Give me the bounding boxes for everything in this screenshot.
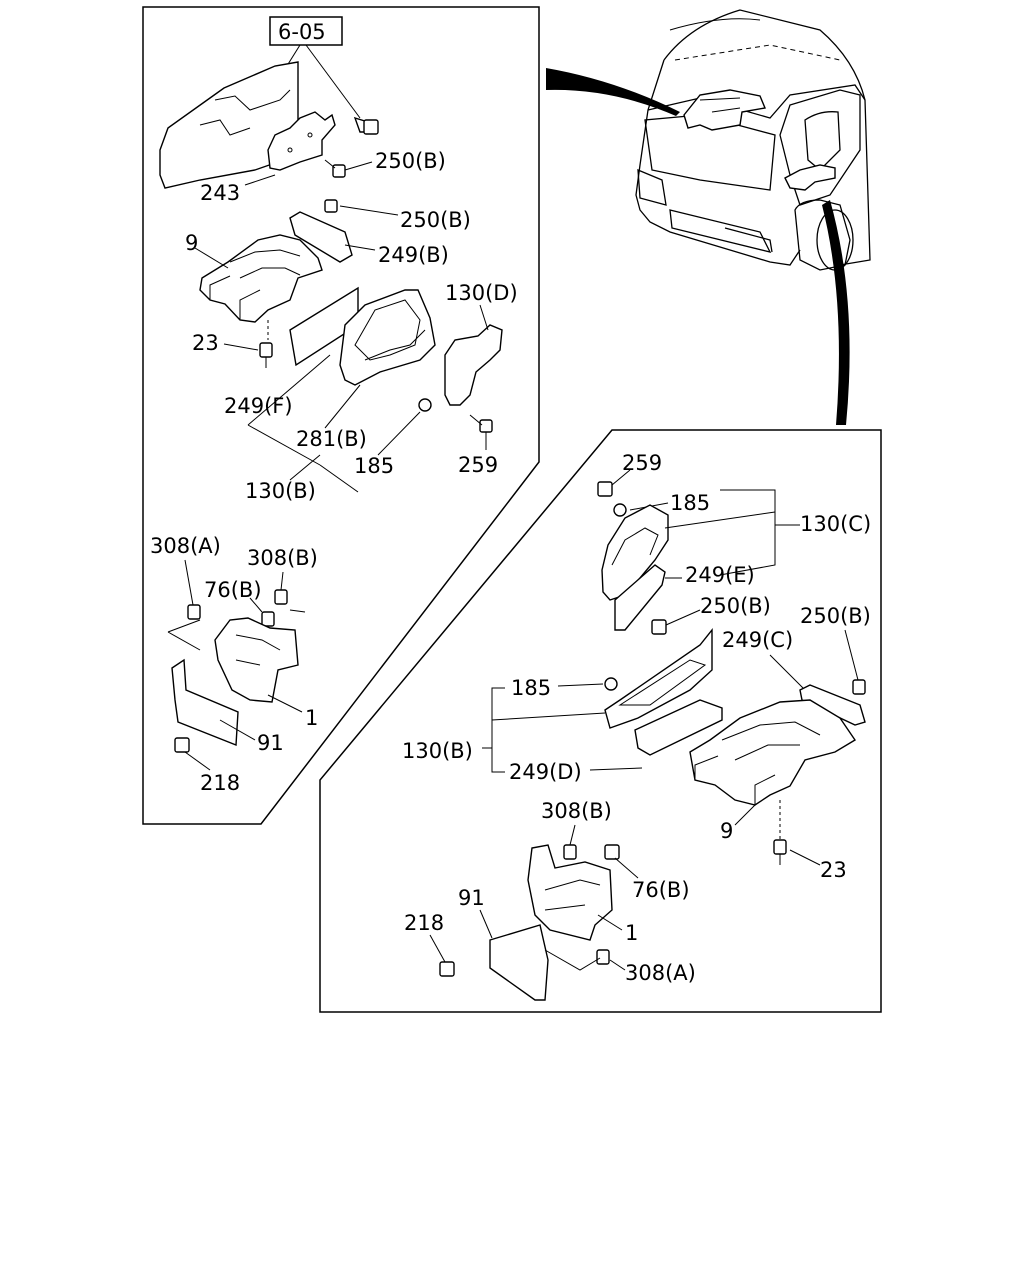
panel-249e [614, 564, 666, 631]
cover-243 [159, 61, 336, 189]
callout-23-right: 23 [820, 858, 847, 882]
right-panel-frame [319, 429, 882, 1013]
bolt-icon [469, 414, 493, 433]
callout-249e: 249(E) [685, 563, 755, 587]
callout-9-right: 9 [720, 819, 733, 843]
callout-249d: 249(D) [509, 760, 582, 784]
cab-pointer-left [546, 68, 680, 116]
callout-259: 259 [458, 453, 498, 477]
callout-1: 1 [305, 706, 318, 730]
bolt-icon [274, 589, 288, 605]
callout-249b: 249(B) [378, 243, 449, 267]
cover-130d [444, 324, 503, 406]
callout-130b: 130(B) [245, 479, 316, 503]
bracket-91 [171, 658, 239, 747]
callout-250b-right-b: 250(B) [800, 604, 871, 628]
panel-130b-right [604, 628, 713, 729]
callout-281b: 281(B) [296, 427, 367, 451]
bolt-icon [773, 839, 787, 865]
panel-249d [634, 699, 723, 756]
callout-308a: 308(A) [150, 534, 221, 558]
washer-icon [604, 677, 618, 691]
callout-250b-mid: 250(B) [400, 208, 471, 232]
reference-box-label: 6-05 [278, 20, 326, 44]
panel-281b [339, 289, 436, 386]
callout-185: 185 [354, 454, 394, 478]
callout-218-right: 218 [404, 911, 444, 935]
bracket-249b [289, 211, 353, 263]
callout-130d: 130(D) [445, 281, 518, 305]
bracket-1 [214, 617, 299, 703]
callout-249f: 249(F) [224, 394, 293, 418]
callout-130c: 130(C) [800, 512, 871, 536]
bolt-icon [596, 949, 610, 965]
bracket-91-right [489, 924, 549, 1001]
callout-185-right-top: 185 [670, 491, 710, 515]
bolt-icon [259, 342, 273, 368]
callout-1-right: 1 [625, 921, 638, 945]
bolt-icon [439, 961, 455, 977]
truck-cab-icon [635, 9, 871, 271]
callout-308b: 308(B) [247, 546, 318, 570]
left-panel-frame [142, 6, 540, 825]
bolt-icon [563, 844, 577, 860]
callout-91: 91 [257, 731, 284, 755]
callout-250b-upper: 250(B) [375, 149, 446, 173]
bolt-icon [604, 844, 620, 860]
bolt-icon [187, 604, 201, 620]
bolt-icon [261, 611, 275, 627]
callout-249c: 249(C) [722, 628, 793, 652]
washer-icon [613, 503, 627, 517]
callout-218: 218 [200, 771, 240, 795]
bolt-icon [324, 199, 338, 213]
bolt-icon [353, 116, 379, 135]
callout-130b-right: 130(B) [402, 739, 473, 763]
step-cover-9 [199, 234, 323, 323]
callout-91-right: 91 [458, 886, 485, 910]
cover-130c [601, 504, 669, 601]
callout-9: 9 [185, 231, 198, 255]
callout-23: 23 [192, 331, 219, 355]
step-cover-9-right [689, 699, 856, 806]
bolt-icon [597, 481, 613, 497]
bolt-icon [651, 619, 667, 635]
callout-76b-right: 76(B) [632, 878, 690, 902]
callout-250b-right-a: 250(B) [700, 594, 771, 618]
bolt-icon [324, 159, 346, 178]
callout-76b: 76(B) [204, 578, 262, 602]
bolt-icon [174, 737, 190, 753]
callout-308a-right: 308(A) [625, 961, 696, 985]
bracket-1-right [527, 844, 613, 941]
callout-243: 243 [200, 181, 240, 205]
cab-pointer-right [822, 200, 850, 425]
callout-308b-right: 308(B) [541, 799, 612, 823]
callout-185-right-mid: 185 [511, 676, 551, 700]
bolt-icon [852, 679, 866, 695]
washer-icon [418, 398, 432, 412]
callout-259-right: 259 [622, 451, 662, 475]
